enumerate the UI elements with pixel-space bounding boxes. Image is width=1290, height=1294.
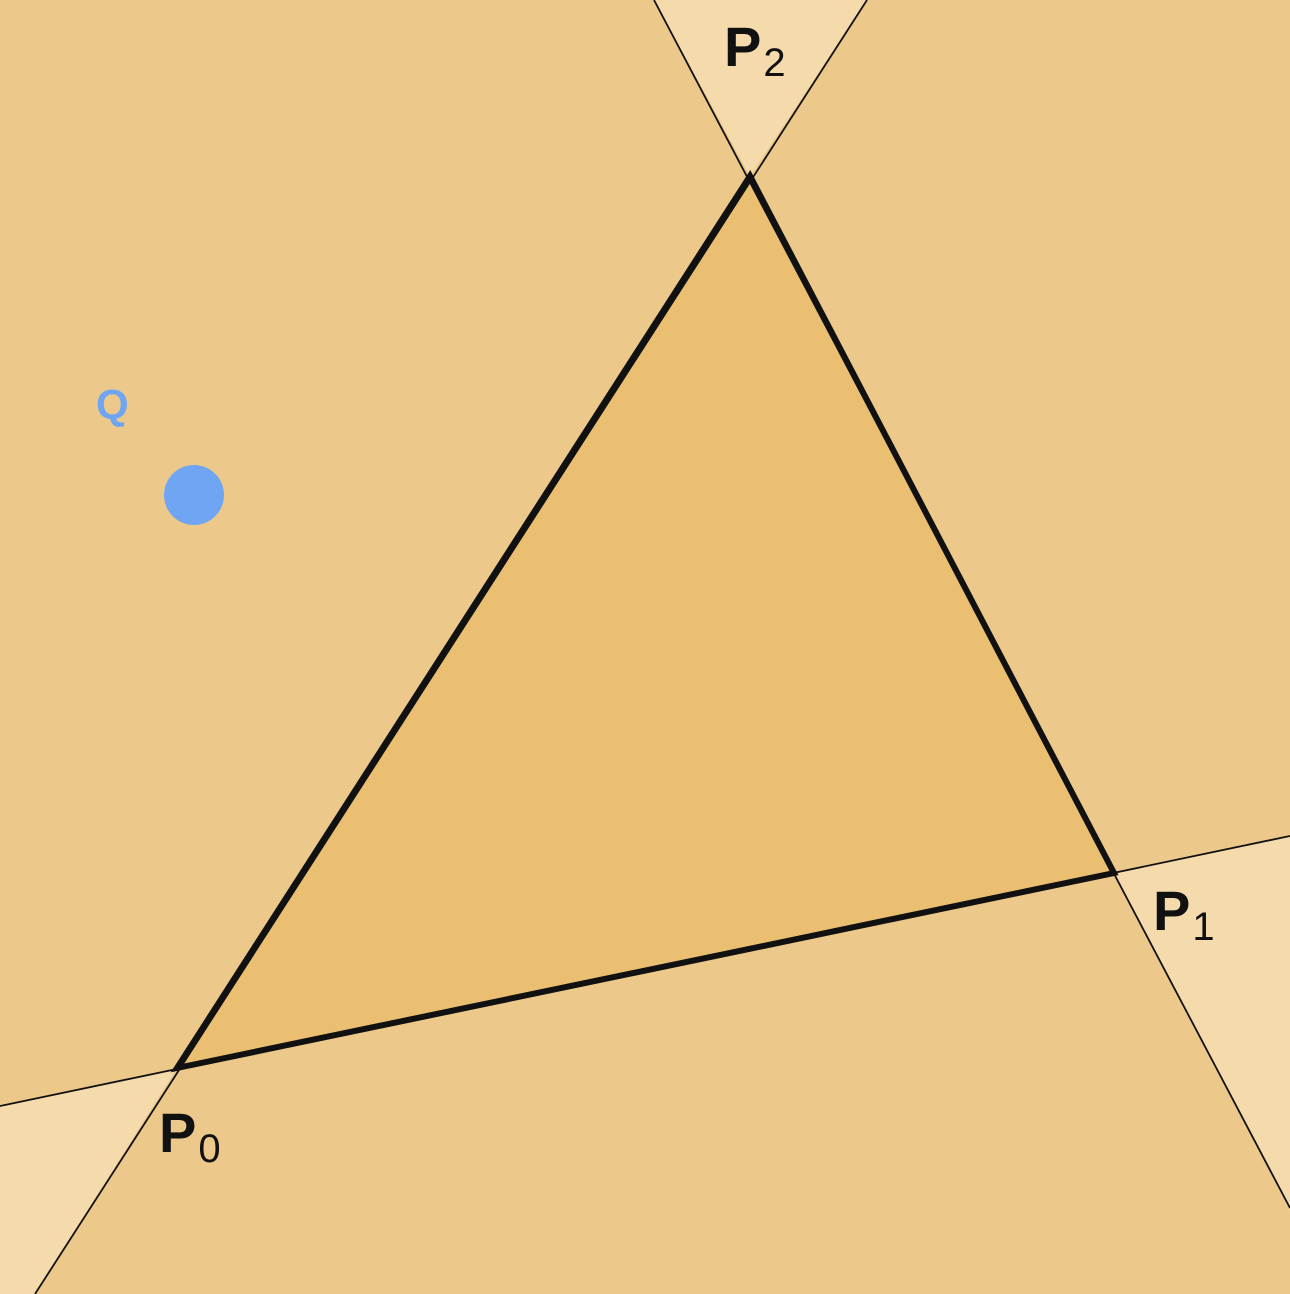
region-near-p2 bbox=[654, 0, 867, 176]
query-point-label: Q bbox=[96, 381, 129, 428]
query-point[interactable] bbox=[164, 465, 224, 525]
vertex-label-p0: P0 bbox=[159, 1101, 221, 1171]
vertex-subscript: 0 bbox=[198, 1127, 220, 1171]
vertex-label-p2: P2 bbox=[724, 15, 786, 85]
vertex-subscript: 1 bbox=[1192, 905, 1214, 949]
vertex-name: P bbox=[1153, 879, 1190, 942]
region-near-p1 bbox=[1114, 836, 1290, 1208]
vertex-name: P bbox=[724, 15, 761, 78]
vertex-name: P bbox=[159, 1101, 196, 1164]
vertex-subscript: 2 bbox=[763, 41, 785, 85]
triangle-outline bbox=[170, 170, 1119, 1073]
vertex-label-p1: P1 bbox=[1153, 879, 1215, 949]
triangle-interior bbox=[177, 176, 1114, 1068]
region-near-p0 bbox=[0, 1068, 177, 1294]
